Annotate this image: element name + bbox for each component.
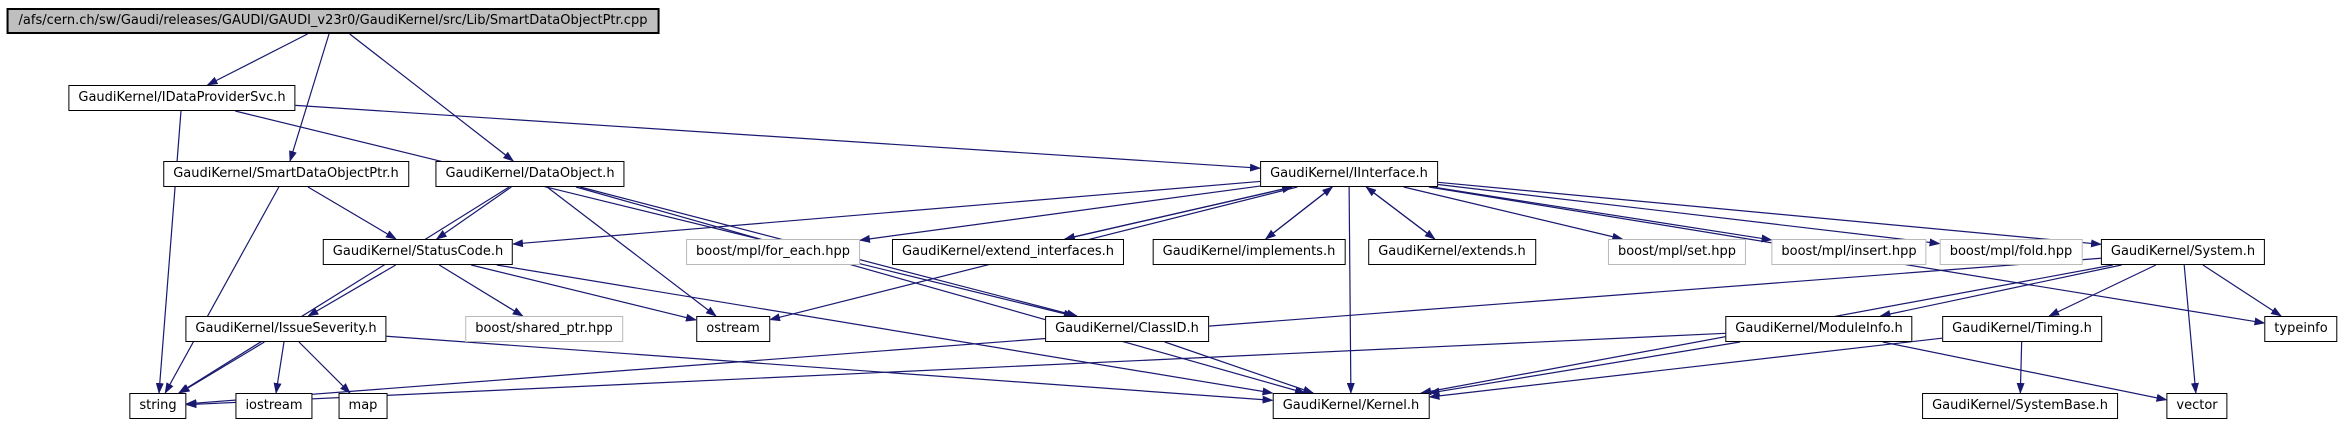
edge-statuscode-ostream [471, 264, 697, 322]
edge-cpp-dataobject [349, 33, 515, 162]
edge-classid-kernel [1164, 341, 1315, 394]
node-issueseverity[interactable]: GaudiKernel/IssueSeverity.h [185, 316, 387, 342]
node-systembase[interactable]: GaudiKernel/SystemBase.h [1922, 393, 2118, 419]
edge-system-typeinfo [2202, 264, 2282, 317]
edge-iinterface-insert [1432, 186, 1773, 243]
node-idataprovidersvc[interactable]: GaudiKernel/IDataProviderSvc.h [68, 85, 296, 111]
edge-idataprovidersvc-iinterface [295, 104, 1261, 172]
node-iinterface[interactable]: GaudiKernel/IInterface.h [1260, 161, 1438, 187]
node-kernel[interactable]: GaudiKernel/Kernel.h [1272, 393, 1430, 419]
node-shared_ptr: boost/shared_ptr.hpp [465, 316, 623, 342]
node-moduleinfo[interactable]: GaudiKernel/ModuleInfo.h [1725, 316, 1913, 342]
node-vector: vector [2166, 393, 2228, 419]
edge-dataobject-ostream [546, 186, 717, 317]
edge-iinterface-fold [1437, 183, 1941, 247]
edge-moduleinfo-kernel [1428, 341, 1741, 396]
node-statuscode[interactable]: GaudiKernel/StatusCode.h [322, 239, 514, 265]
edge-dataobject-string [177, 186, 510, 394]
edge-timing-kernel [1428, 337, 1943, 400]
edge-idataprovidersvc-classid [235, 110, 1075, 318]
edge-issueseverity-iostream [273, 341, 285, 394]
edge-statuscode-kernel [496, 264, 1274, 396]
edge-moduleinfo-string [185, 332, 1726, 409]
edge-statuscode-issueseverity [307, 264, 397, 317]
node-iostream: iostream [235, 393, 313, 419]
node-ostream: ostream [696, 316, 770, 342]
node-classid[interactable]: GaudiKernel/ClassID.h [1045, 316, 1209, 342]
edge-smartdataobjectptr-statuscode [307, 186, 397, 240]
edge-system-timing [2048, 264, 2157, 317]
node-set: boost/mpl/set.hpp [1607, 239, 1747, 265]
node-extends[interactable]: GaudiKernel/extends.h [1368, 239, 1536, 265]
edge-iinterface-for_each [859, 185, 1261, 243]
node-fold: boost/mpl/fold.hpp [1939, 239, 2083, 265]
edge-dataobject-kernel [575, 186, 1306, 395]
node-for_each: boost/mpl/for_each.hpp [686, 239, 860, 265]
edge-iinterface-statuscode [512, 180, 1261, 248]
node-implements[interactable]: GaudiKernel/implements.h [1152, 239, 1346, 265]
node-typeinfo: typeinfo [2264, 316, 2338, 342]
node-extend_interfaces[interactable]: GaudiKernel/extend_interfaces.h [891, 239, 1125, 265]
node-string: string [129, 393, 187, 419]
edge-iinterface-system [1437, 181, 2102, 248]
edge-system-moduleinfo [1879, 264, 2122, 318]
edge-moduleinfo-vector [1882, 341, 2168, 402]
edge-cpp-smartdataobjectptr [289, 33, 330, 162]
edge-issueseverity-string [178, 341, 265, 394]
node-dataobject[interactable]: GaudiKernel/DataObject.h [435, 161, 625, 187]
node-map: map [338, 393, 388, 419]
edge-issueseverity-map [298, 341, 351, 394]
edge-issueseverity-kernel [386, 335, 1274, 404]
node-insert: boost/mpl/insert.hpp [1771, 239, 1927, 265]
node-cpp: /afs/cern.ch/sw/Gaudi/releases/GAUDI/GAU… [6, 8, 660, 34]
edge-extends-iinterface [1365, 186, 1436, 240]
edge-statuscode-shared_ptr [438, 264, 524, 317]
node-timing[interactable]: GaudiKernel/Timing.h [1942, 316, 2102, 342]
edge-system-vector [2183, 264, 2199, 394]
node-system[interactable]: GaudiKernel/System.h [2100, 239, 2266, 265]
edge-smartdataobjectptr-string [164, 186, 280, 394]
edge-dataobject-statuscode [435, 186, 512, 240]
edge-iinterface-set [1403, 186, 1624, 241]
edge-extend_interfaces-iinterface [1064, 185, 1294, 240]
node-smartdataobjectptr[interactable]: GaudiKernel/SmartDataObjectPtr.h [163, 161, 409, 187]
edge-cpp-idataprovidersvc [206, 33, 308, 86]
edge-iinterface-kernel [1346, 186, 1355, 394]
edge-implements-iinterface [1265, 186, 1334, 240]
edge-idataprovidersvc-string [155, 110, 182, 394]
edge-timing-systembase [2016, 341, 2025, 394]
